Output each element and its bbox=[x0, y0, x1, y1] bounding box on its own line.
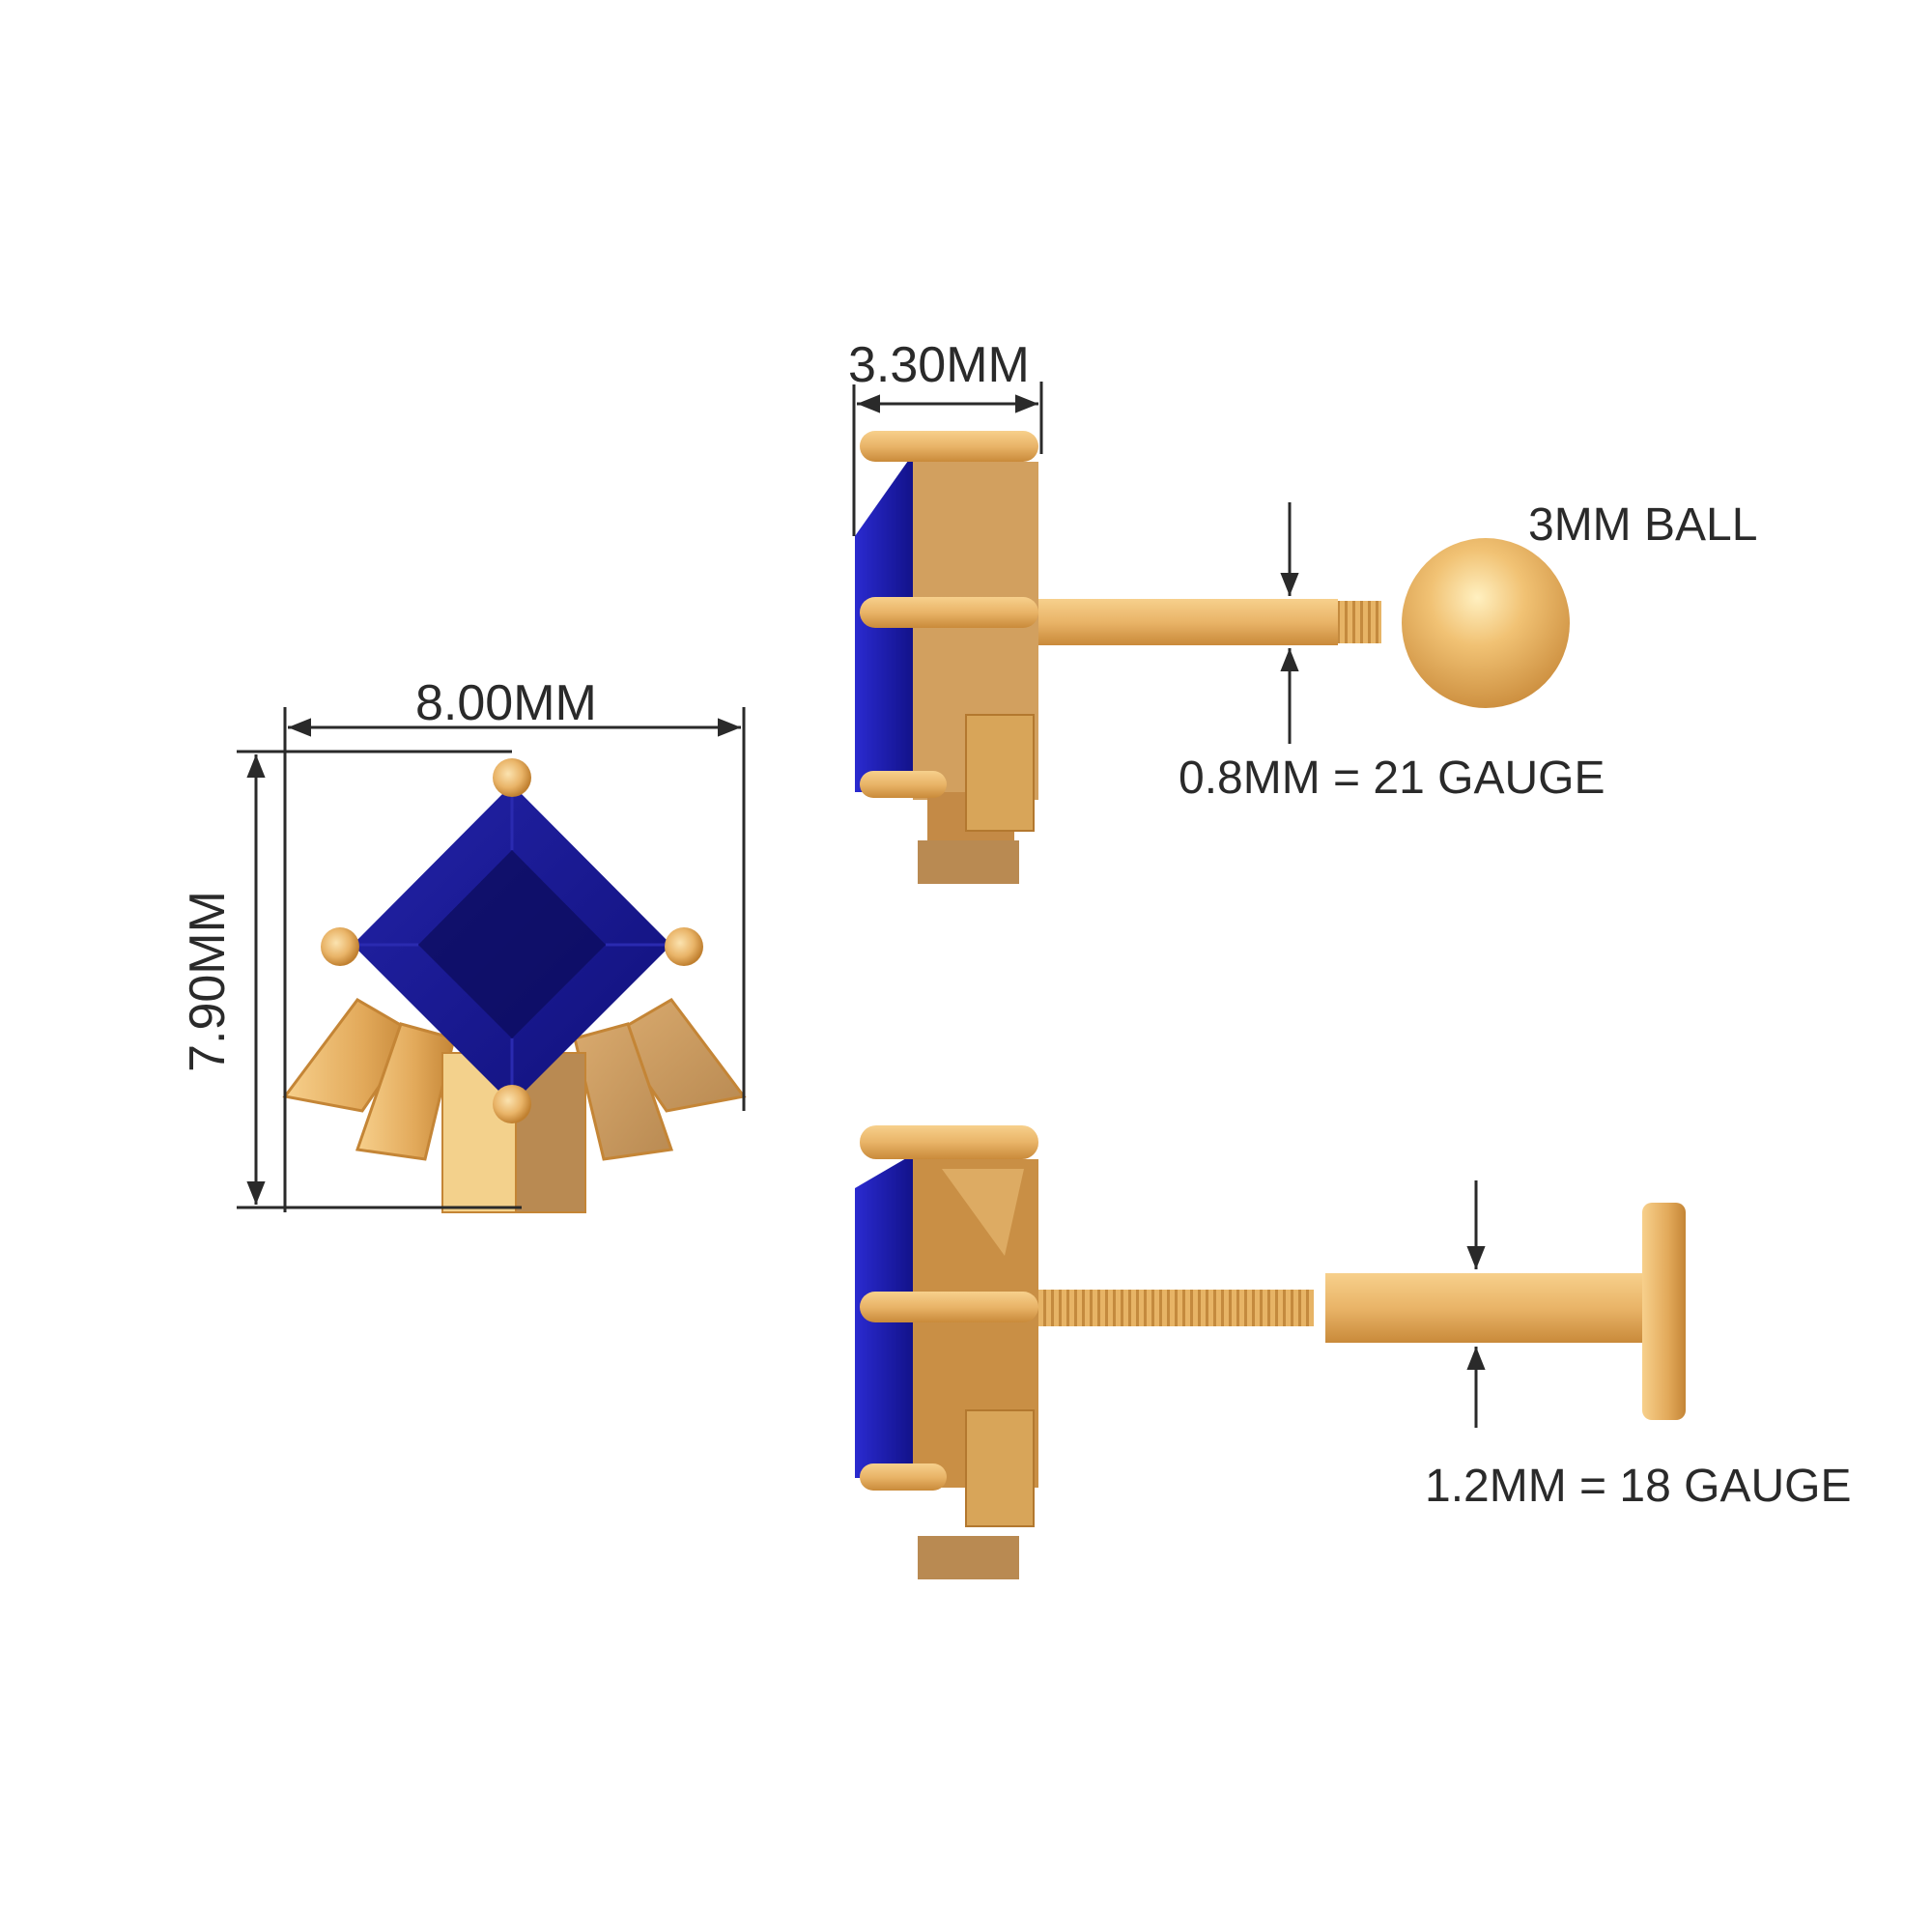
gauge-21-label: 0.8MM = 21 GAUGE bbox=[1179, 753, 1605, 804]
ball-label: 3MM BALL bbox=[1528, 499, 1758, 551]
front-height-dimension bbox=[237, 750, 522, 1209]
front-view-earring bbox=[282, 758, 747, 1213]
depth-dimension bbox=[852, 382, 1043, 536]
post-thread bbox=[1338, 601, 1381, 643]
prong-top bbox=[493, 758, 531, 797]
post-0.8mm bbox=[1038, 599, 1338, 645]
side-view-top-earring bbox=[855, 431, 1570, 884]
width-label: 8.00MM bbox=[415, 675, 597, 731]
screw-ball-3mm bbox=[1402, 538, 1570, 708]
front-width-dimension bbox=[283, 707, 746, 1212]
princess-cut-sapphire bbox=[353, 784, 671, 1104]
flat-back-disc bbox=[1642, 1203, 1686, 1420]
post-1.2mm bbox=[1325, 1273, 1646, 1343]
prong-right bbox=[665, 927, 703, 966]
threaded-post bbox=[1038, 1290, 1314, 1326]
depth-label: 3.30MM bbox=[848, 337, 1030, 393]
prong-bottom bbox=[493, 1085, 531, 1123]
side-view-bottom-earring bbox=[855, 1125, 1686, 1579]
height-label: 7.90MM bbox=[180, 891, 236, 1072]
gauge-18-label: 1.2MM = 18 GAUGE bbox=[1425, 1461, 1852, 1512]
prong-left bbox=[321, 927, 359, 966]
